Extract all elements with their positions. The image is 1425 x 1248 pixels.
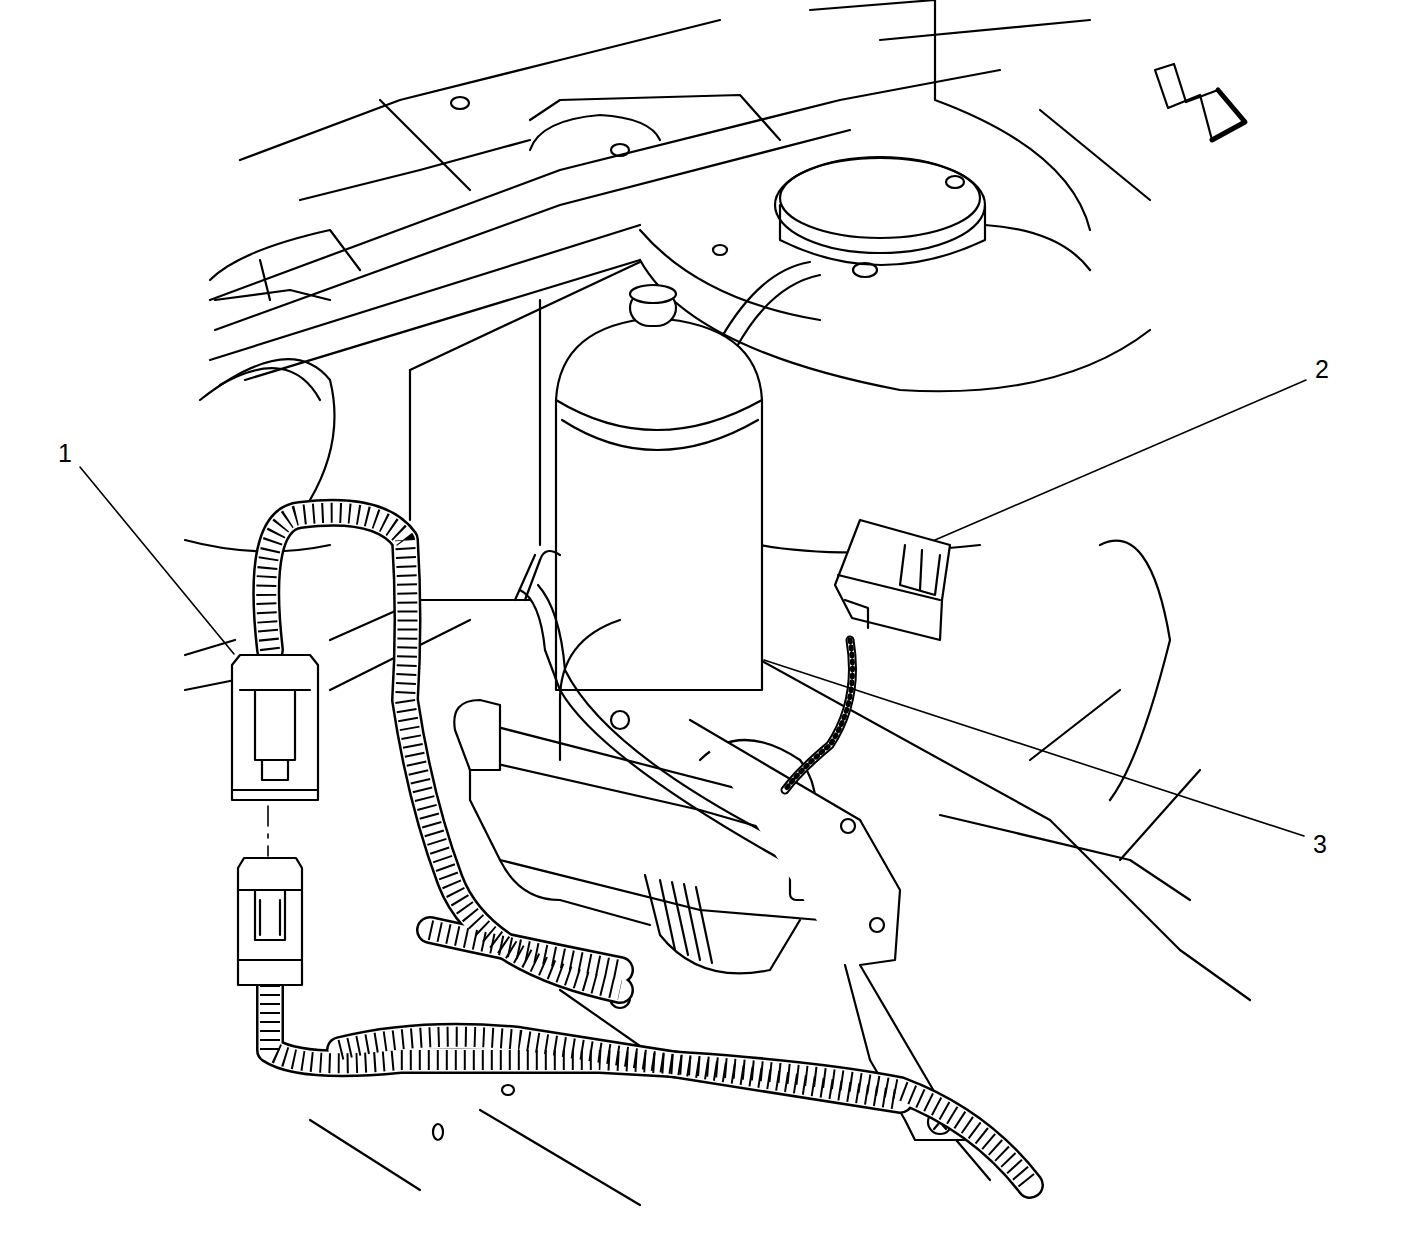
vehicle-structure-part xyxy=(480,1110,640,1205)
pump-connector xyxy=(835,520,950,640)
vehicle-structure-part xyxy=(1030,690,1120,760)
harness-connector-part xyxy=(240,689,310,691)
direction-arrow-part xyxy=(1155,64,1245,140)
wiring-harness-part xyxy=(266,513,1030,1185)
wiring-harness xyxy=(266,513,1030,1185)
vehicle-structure-part xyxy=(720,262,810,340)
vehicle-structure-part xyxy=(215,290,330,300)
vehicle-structure-part xyxy=(780,205,985,265)
pump-connector-part xyxy=(900,545,940,595)
pump-motor-part xyxy=(611,711,629,729)
harness-connector xyxy=(232,655,318,985)
vehicle-structure-part xyxy=(780,158,980,238)
vehicle-structure-part xyxy=(985,225,1090,270)
wiring-harness-part-part xyxy=(270,985,1030,1185)
mounting-bracket-part xyxy=(870,918,884,932)
harness-connector-part xyxy=(255,690,295,760)
pump-connector-part xyxy=(835,520,950,640)
direction-arrow xyxy=(1155,64,1245,140)
wiring-harness-part xyxy=(785,640,853,790)
pump-motor-part xyxy=(454,700,500,770)
vehicle-structure-part xyxy=(502,1085,514,1095)
vehicle-structure-part xyxy=(220,368,320,400)
vehicle-structure-part xyxy=(200,359,335,500)
callout-number: 3 xyxy=(1311,831,1329,858)
vehicle-structure-part xyxy=(260,260,270,300)
pump-connector-part xyxy=(845,600,868,628)
callout-number: 2 xyxy=(1313,356,1331,383)
wiring-harness-part xyxy=(785,640,853,790)
vehicle-structure-part xyxy=(611,144,629,156)
vehicle-structure xyxy=(185,0,1250,1205)
accumulator xyxy=(556,285,762,690)
accumulator-part xyxy=(562,420,758,450)
pump-connector-part xyxy=(838,575,940,600)
accumulator-part xyxy=(556,318,762,690)
vehicle-structure-part xyxy=(1100,541,1170,800)
wiring-harness-part xyxy=(266,513,1030,1185)
wiring-harness-part-part xyxy=(430,930,620,970)
leader-lines-part xyxy=(80,467,234,654)
vehicle-structure-part xyxy=(946,176,964,188)
accumulator-part xyxy=(556,400,762,430)
wiring-harness-part-part xyxy=(266,513,620,990)
vehicle-structure-part xyxy=(940,815,1190,900)
vehicle-structure-part xyxy=(300,140,530,200)
harness-connector-part xyxy=(267,806,269,856)
vehicle-structure-part xyxy=(853,263,877,277)
vehicle-structure-part xyxy=(880,20,1090,40)
vehicle-structure-part xyxy=(775,157,985,253)
vehicle-structure-part xyxy=(451,97,469,109)
vehicle-structure-part xyxy=(1120,770,1200,860)
wiring-harness-part-part xyxy=(266,513,620,990)
leader-lines-part xyxy=(764,660,1304,836)
wiring-harness-part-part xyxy=(340,1037,900,1100)
vehicle-structure-part xyxy=(210,230,360,280)
vehicle-structure-part xyxy=(240,20,720,160)
callout-number: 1 xyxy=(56,440,74,467)
vehicle-structure-part xyxy=(713,245,727,255)
harness-connector-part xyxy=(238,889,302,891)
harness-connector-part xyxy=(238,858,302,985)
leader-lines-part xyxy=(935,380,1306,540)
pump-connector-part xyxy=(920,550,922,590)
pump-motor-part xyxy=(645,875,800,973)
accumulator-part xyxy=(630,285,676,303)
mounting-bracket-part xyxy=(841,819,855,833)
vehicle-structure-part xyxy=(433,1124,443,1140)
vehicle-structure-part xyxy=(185,640,235,655)
wiring-harness-part-part xyxy=(270,985,1030,1185)
pump-motor-part xyxy=(696,887,712,963)
direction-arrow-part xyxy=(1212,90,1245,140)
harness-connector-part xyxy=(255,890,285,940)
vehicle-structure-part xyxy=(330,600,530,640)
vehicle-structure-part xyxy=(185,680,235,690)
vehicle-structure-part xyxy=(530,115,660,150)
leader-lines xyxy=(80,380,1306,836)
pump-motor-part xyxy=(500,860,650,925)
harness-connector-part xyxy=(232,655,318,800)
wiring-harness-part-part xyxy=(270,985,1030,1185)
harness-connector-part xyxy=(260,900,280,935)
harness-connector-part xyxy=(262,760,288,780)
vehicle-structure-part xyxy=(409,370,411,520)
wiring-harness-part xyxy=(266,513,1030,1185)
vehicle-structure-part xyxy=(735,275,820,350)
vehicle-structure-part xyxy=(215,130,850,330)
harness-connector-part xyxy=(238,959,302,961)
vehicle-structure-part xyxy=(210,70,1000,300)
wiring-harness-part xyxy=(785,640,853,790)
vehicle-structure-part xyxy=(1040,110,1150,200)
harness-connector-part xyxy=(232,789,318,791)
pump-motor-part xyxy=(560,620,620,760)
wiring-harness-part-part xyxy=(266,513,620,990)
vehicle-structure-part xyxy=(310,1120,420,1190)
vehicle-structure-part xyxy=(539,300,541,545)
